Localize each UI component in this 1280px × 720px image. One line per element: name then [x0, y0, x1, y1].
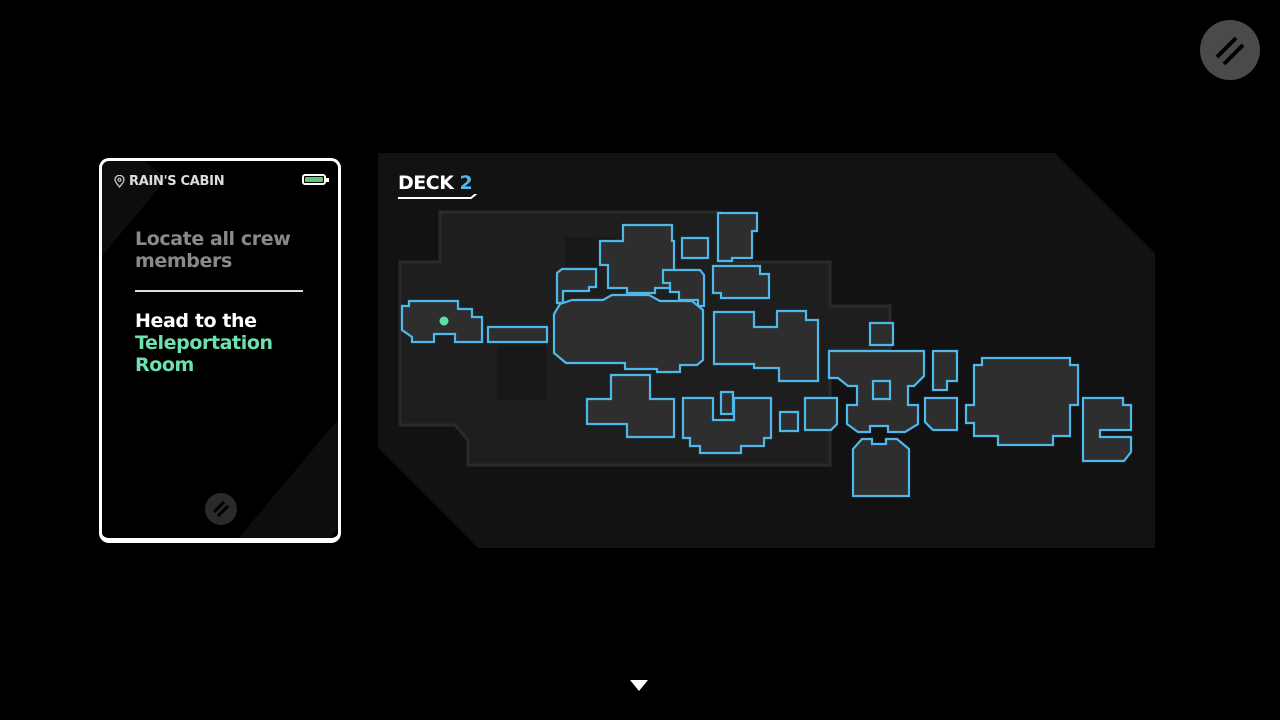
current-objective: Head to the Teleportation Room: [135, 310, 315, 376]
deck-title: DECK 2: [398, 172, 473, 194]
location-name: RAIN'S CABIN: [129, 174, 225, 189]
battery-full-icon: [302, 174, 329, 185]
triangle-down-icon[interactable]: [630, 680, 648, 691]
room-small-box: [868, 321, 895, 347]
room-ne2: [711, 264, 771, 300]
room-teleportation: [1081, 396, 1133, 463]
player-marker: [439, 316, 449, 326]
deck-number: 2: [459, 172, 473, 194]
room-north-big: [598, 223, 676, 295]
room-s-pillar: [719, 390, 735, 416]
room-e-narrow: [931, 349, 959, 392]
room-sw1: [585, 373, 676, 439]
objective-phone: RAIN'S CABIN Locate all crew members Hea…: [99, 158, 341, 543]
game-logo-icon: [205, 493, 237, 525]
divider: [135, 290, 303, 292]
room-n-small: [680, 236, 710, 260]
location-label: RAIN'S CABIN: [114, 174, 225, 189]
deck-underline: [398, 194, 478, 199]
room-inner-box: [871, 379, 892, 401]
deck-label: DECK: [398, 172, 454, 194]
room-south-tele: [851, 437, 911, 498]
pause-slash-icon: [1215, 36, 1245, 66]
room-great-hall: [552, 293, 705, 374]
objective-prefix: Head to the: [135, 310, 257, 332]
room-corridor-west: [486, 325, 549, 344]
objective-destination: Teleportation Room: [135, 332, 273, 376]
room-s-hub: [681, 396, 773, 455]
room-e-large: [964, 356, 1080, 447]
room-east-hall: [712, 309, 820, 383]
menu-button[interactable]: [1200, 20, 1260, 80]
room-s-small2: [803, 396, 839, 432]
room-e-small: [923, 396, 959, 432]
room-ne1: [716, 211, 759, 263]
room-s-small: [778, 410, 800, 433]
completed-objective: Locate all crew members: [135, 228, 291, 272]
map-pin-icon: [114, 175, 125, 188]
